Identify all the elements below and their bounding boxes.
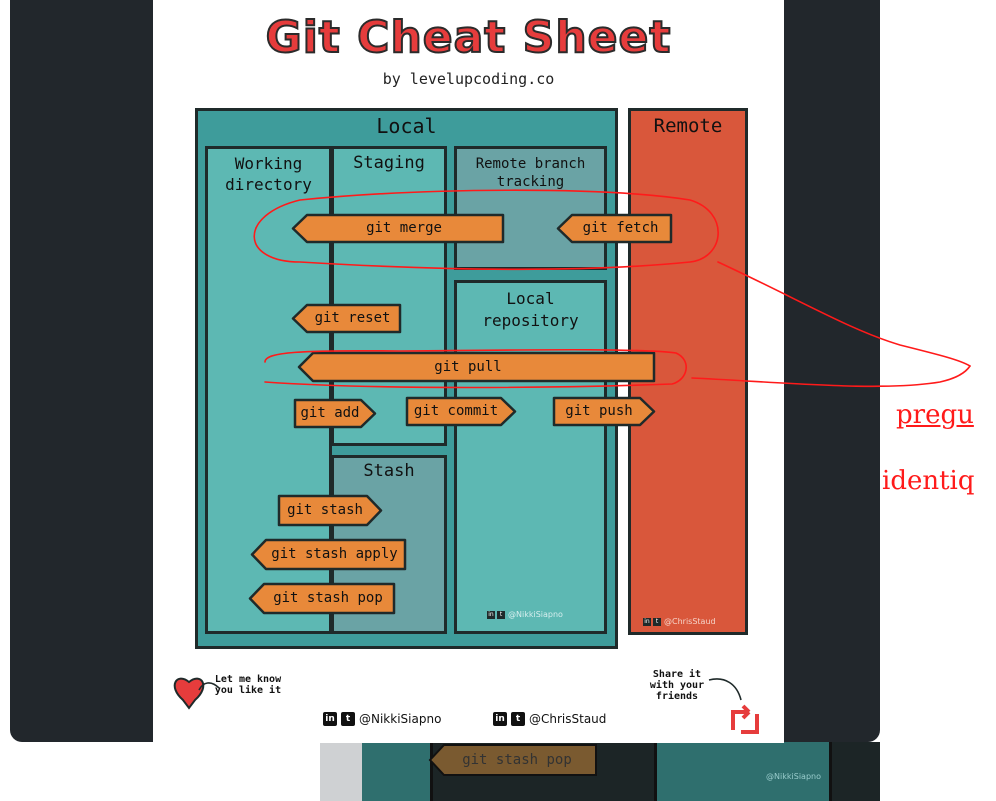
- annotation-pointer-bottom: [691, 365, 971, 388]
- git-push-command: git push: [565, 403, 633, 419]
- git-pull-command: git pull: [434, 359, 502, 375]
- poster-title: Git Cheat Sheet: [265, 11, 672, 64]
- share-icon: [731, 704, 759, 734]
- git-stash-arrow: [277, 494, 383, 527]
- twitter-icon: t: [653, 617, 661, 626]
- git-stash-apply-command: git stash apply: [271, 546, 398, 562]
- annotation-loop-pull: [264, 348, 687, 389]
- git-reset-command: git reset: [314, 310, 391, 326]
- annotation-pointer-top: [717, 261, 971, 367]
- staging-label: Staging: [353, 153, 425, 173]
- heart-icon: [173, 677, 205, 710]
- handwritten-note-1: pregu: [896, 400, 974, 430]
- linkedin-icon: in: [323, 712, 337, 726]
- local-repository-label: Local repository: [482, 289, 579, 330]
- twitter-icon: t: [511, 712, 525, 726]
- git-add-command: git add: [300, 405, 360, 421]
- twitter-icon: t: [497, 610, 505, 619]
- local-repository-column: [454, 280, 607, 634]
- share-text: Share it with your friends: [649, 669, 705, 702]
- git-merge-command: git merge: [366, 220, 442, 236]
- git-stash-pop-arrow: [248, 582, 396, 615]
- social-handle-2: in t @ChrisStaud: [493, 712, 606, 726]
- linkedin-icon: in: [493, 712, 507, 726]
- command-arrows: [173, 213, 759, 734]
- git-stash-pop-command: git stash pop: [273, 590, 383, 606]
- git-fetch-command: git fetch: [582, 220, 659, 236]
- git-fetch-arrow: [556, 213, 673, 244]
- git-stash-command: git stash: [287, 502, 363, 518]
- git-stash-apply-arrow: [250, 538, 407, 571]
- linkedin-icon: in: [487, 610, 495, 619]
- git-pull-arrow: [297, 351, 656, 383]
- working-directory-label: Working directory: [225, 154, 312, 194]
- remote-branch-tracking-box: [454, 146, 607, 270]
- background-stash-pop-arrow: [428, 744, 597, 776]
- background-card: @NikkiSiapno git stash pop: [362, 742, 880, 801]
- git-commit-arrow: [405, 396, 517, 427]
- git-commit-command: git commit: [413, 403, 499, 419]
- git-reset-arrow: [291, 303, 402, 334]
- linkedin-icon: in: [643, 617, 651, 626]
- local-label: Local: [376, 114, 437, 138]
- background-command: git stash pop: [462, 752, 572, 768]
- stash-label: Stash: [363, 461, 415, 481]
- git-merge-arrow: [291, 213, 505, 244]
- social-handle-1: in t @NikkiSiapno: [323, 712, 441, 726]
- background-credit: @NikkiSiapno: [766, 772, 821, 781]
- remote-branch-tracking-label: Remote branch tracking: [475, 156, 586, 190]
- poster-byline: by levelupcoding.co: [382, 70, 555, 88]
- annotation-loop-merge-fetch: [253, 189, 719, 271]
- like-text: Let me know you like it: [214, 674, 282, 696]
- git-add-arrow: [293, 398, 377, 429]
- handwritten-note-2: identiq: [882, 466, 975, 496]
- cheat-sheet-poster: Git Cheat Sheet by levelupcoding.co Loca…: [153, 0, 784, 743]
- remote-label: Remote: [653, 115, 723, 137]
- git-push-arrow: [552, 396, 656, 427]
- twitter-icon: t: [341, 712, 355, 726]
